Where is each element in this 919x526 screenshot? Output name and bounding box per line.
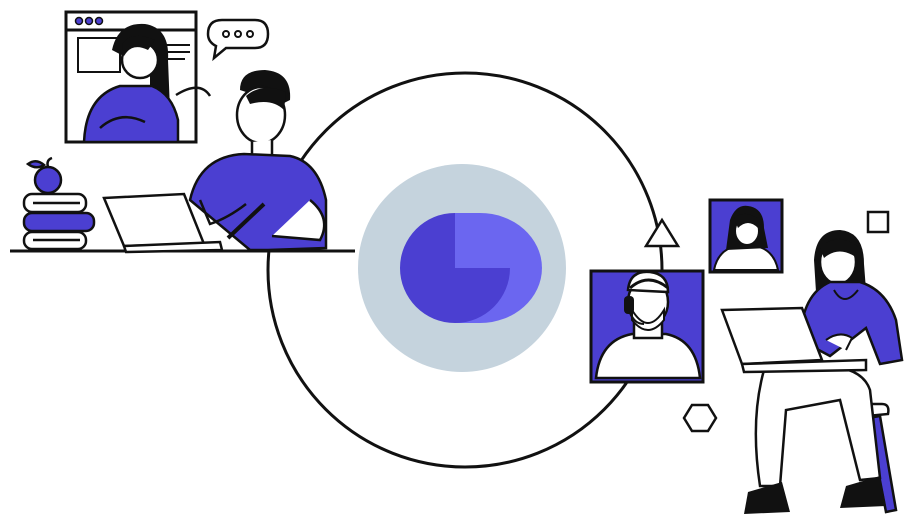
- browser-window-icon: [64, 10, 212, 144]
- woman-with-laptop: [720, 230, 904, 514]
- woman-avatar-card: [708, 198, 784, 274]
- laptop-icon: [102, 192, 224, 254]
- square-icon: [866, 210, 890, 234]
- triangle-icon: [643, 217, 681, 248]
- chat-bubble-icon: [206, 18, 270, 62]
- hexagon-icon: [682, 403, 718, 433]
- logo-icon: [358, 164, 566, 372]
- support-agent-card: [589, 269, 705, 384]
- man-with-laptop: [188, 70, 328, 252]
- apple-icon: [25, 156, 63, 195]
- books-icon: [22, 192, 96, 251]
